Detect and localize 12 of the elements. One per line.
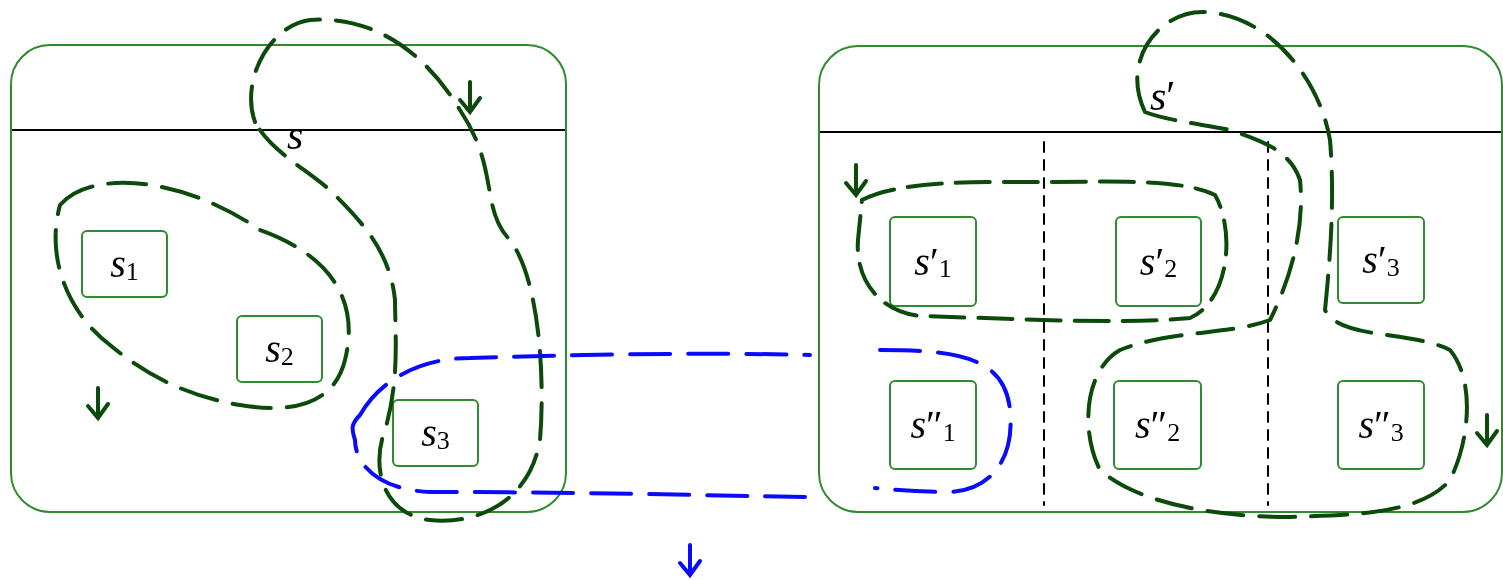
state-box: s′$_{2}$ — [1115, 216, 1202, 307]
state-box: s′$_{3}$ — [1337, 216, 1425, 304]
state-box: s″$_{3}$ — [1337, 380, 1425, 470]
state-box — [818, 45, 1503, 513]
state-name: s′ — [1150, 75, 1176, 117]
state-box: s$_{2}$ — [236, 315, 323, 383]
state-box: s″$_{1}$ — [889, 380, 977, 470]
state-box — [10, 44, 567, 513]
state-box: s$_{1}$ — [81, 230, 168, 298]
state-box: s″$_{2}$ — [1113, 380, 1202, 470]
state-box: s′$_{1}$ — [889, 216, 977, 307]
state-box: s$_{3}$ — [392, 399, 479, 467]
